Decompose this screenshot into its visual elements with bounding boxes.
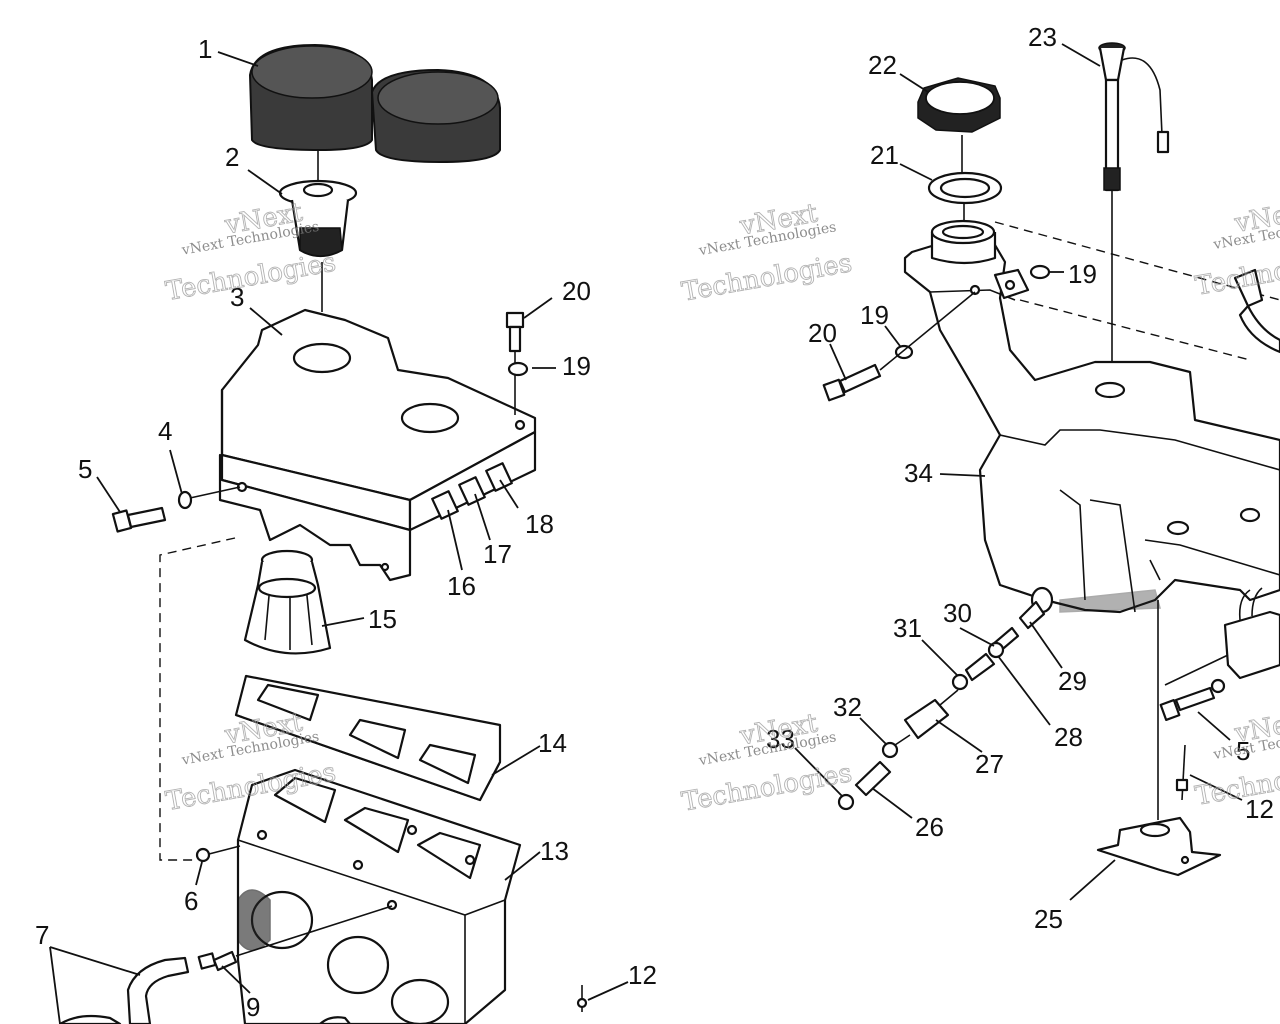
- fuel-filter-27: [894, 689, 959, 746]
- mount-bracket-25: [1096, 600, 1222, 877]
- watermark-bottom-right: vNext vNext Technologies Technologies: [1193, 705, 1280, 812]
- fuel-gauge-sender: [1098, 42, 1170, 382]
- callout-15: 15: [368, 604, 397, 634]
- callout-3: 3: [230, 282, 244, 312]
- callout-9: 9: [246, 992, 260, 1022]
- fuel-line-mid: [964, 652, 996, 682]
- callout-27: 27: [975, 749, 1004, 779]
- callout-labels: 1 2 3 20 19 4 5 18 17 16 15 14 13 6 7 9 …: [35, 22, 1274, 1022]
- air-box-cover: [218, 308, 537, 582]
- watermark-top-mid: vNext vNext Technologies Technologies: [679, 198, 855, 308]
- clip-12-left: [576, 985, 588, 1012]
- callout-25: 25: [1034, 904, 1063, 934]
- callout-23: 23: [1028, 22, 1057, 52]
- callout-4: 4: [158, 416, 172, 446]
- callout-14: 14: [538, 728, 567, 758]
- cap-gasket: [927, 171, 1003, 222]
- drain-fitting-9: [197, 950, 238, 972]
- bolt-20-right: [822, 291, 976, 402]
- callout-16: 16: [447, 571, 476, 601]
- callout-13: 13: [540, 836, 569, 866]
- callout-20-right: 20: [808, 318, 837, 348]
- washer-4: [177, 490, 193, 510]
- filler-neck: [930, 219, 997, 265]
- watermark-word: Technologies: [1193, 242, 1280, 301]
- clamp-32: [881, 741, 899, 759]
- callout-17: 17: [483, 539, 512, 569]
- callout-32: 32: [833, 692, 862, 722]
- callout-5-right: 5: [1236, 736, 1250, 766]
- callout-22: 22: [868, 50, 897, 80]
- callout-29: 29: [1058, 666, 1087, 696]
- washer-19-right-top: [1029, 264, 1051, 280]
- callout-6: 6: [184, 886, 198, 916]
- air-box-gasket: [234, 674, 502, 802]
- fitting-6: [195, 845, 241, 863]
- clamp-31: [951, 673, 969, 691]
- clip-12-right: [1175, 744, 1189, 801]
- fuel-cap: [917, 77, 1001, 172]
- callout-2: 2: [225, 142, 239, 172]
- washer-19-left: [507, 361, 529, 377]
- callout-28: 28: [1054, 722, 1083, 752]
- callout-34: 34: [904, 458, 933, 488]
- bolt-20-left: [505, 311, 525, 415]
- watermark-top-right: vNext vNext Technologies Technologies: [1193, 195, 1280, 302]
- callout-12-right: 12: [1245, 794, 1274, 824]
- callout-18: 18: [525, 509, 554, 539]
- fuel-tank: [903, 243, 1280, 614]
- mount-tab: [969, 268, 1030, 300]
- callout-12-left: 12: [628, 960, 657, 990]
- bolt-5-right: [1159, 678, 1226, 722]
- callout-1: 1: [198, 34, 212, 64]
- callout-19-right-mid: 19: [860, 300, 889, 330]
- callout-26: 26: [915, 812, 944, 842]
- fuel-line-26: [854, 760, 892, 797]
- callout-30: 30: [943, 598, 972, 628]
- foam-air-filter: [248, 43, 501, 164]
- air-box-lower: [236, 768, 522, 1024]
- leader-lines-right: [794, 43, 1243, 901]
- leader-lines-left: [49, 51, 629, 1024]
- watermark-bottom-mid: vNext vNext Technologies Technologies: [679, 708, 855, 818]
- callout-19-right-top: 19: [1068, 259, 1097, 289]
- callout-31: 31: [893, 613, 922, 643]
- callout-20-left: 20: [562, 276, 591, 306]
- callout-33: 33: [766, 724, 795, 754]
- clamp-30: [987, 641, 1005, 659]
- bolt-5-left: [111, 506, 167, 533]
- intake-boot: [243, 549, 332, 655]
- callout-7: 7: [35, 920, 49, 950]
- vent-elbow: [1233, 268, 1280, 354]
- callout-19-left: 19: [562, 351, 591, 381]
- callout-5: 5: [78, 454, 92, 484]
- relay-block: [1164, 587, 1280, 686]
- clamp-33: [837, 793, 855, 811]
- drain-hose-7: [126, 956, 190, 1024]
- filter-adapter: [278, 179, 358, 258]
- washer-19-right-mid: [894, 344, 914, 360]
- callout-21: 21: [870, 140, 899, 170]
- fuel-outlet-29: [1018, 586, 1054, 630]
